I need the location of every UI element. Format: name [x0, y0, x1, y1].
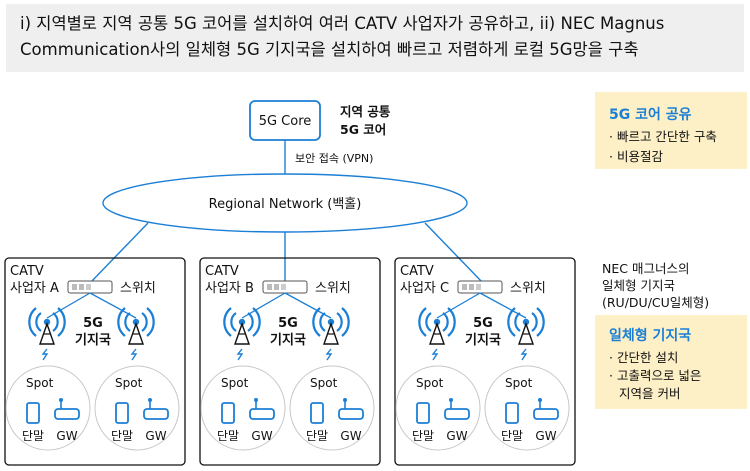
bs-label-2: 기지국: [270, 333, 306, 348]
catv-group-a: CATV 사업자 A 스위치 5G 기지국 Spot Spot 단말 GW 단말…: [4, 257, 186, 466]
gateway-icon: [338, 397, 364, 420]
gateway-label: GW: [340, 429, 361, 443]
integrated-bs-item: · 고출력으로 넓은: [609, 368, 702, 383]
integrated-bs-panel: 일체형 기지국 · 간단한 설치 · 고출력으로 넓은 지역을 커버: [595, 315, 747, 409]
gateway-label: GW: [535, 429, 556, 443]
gateway-icon: [54, 397, 80, 420]
catv-operator: 사업자 C: [400, 281, 449, 296]
vpn-label: 보안 접속 (VPN): [295, 152, 373, 165]
gateway-icon: [533, 397, 559, 420]
core-sharing-item: · 비용절감: [609, 149, 663, 164]
gateway-label: GW: [251, 429, 272, 443]
core-label: 5G Core: [259, 114, 312, 129]
header-line-2: Communication사의 일체형 5G 기지국을 설치하여 빠르고 저렴하…: [20, 40, 639, 59]
wireless-link-icon: [42, 348, 48, 361]
nec-note-line-3: (RU/DU/CU일체형): [602, 295, 710, 310]
spot-label: Spot: [416, 376, 444, 390]
base-station-antenna-icon: [117, 306, 155, 346]
base-station-antenna-icon: [223, 306, 261, 346]
spot-area: [289, 365, 375, 451]
spot-area: [200, 365, 286, 451]
terminal-label: 단말: [412, 429, 434, 443]
switch-icon: [67, 280, 113, 294]
catv-group-b: CATV 사업자 B 스위치 5G 기지국 Spot Spot 단말 GW 단말…: [199, 257, 381, 466]
terminal-icon: [221, 402, 235, 424]
gateway-icon: [444, 397, 470, 420]
spot-label: Spot: [221, 376, 249, 390]
gateway-icon: [143, 397, 169, 420]
terminal-label: 단말: [111, 429, 133, 443]
catv-box: [4, 257, 186, 466]
network-label: Regional Network (백홀): [209, 197, 362, 212]
switch-icon: [262, 280, 308, 294]
spot-label: Spot: [505, 376, 533, 390]
integrated-bs-item: · 간단한 설치: [609, 350, 679, 365]
wireless-link-icon: [326, 348, 332, 361]
switch-icon: [457, 280, 503, 294]
network-to-switch-a-line: [89, 222, 149, 284]
bs-label-2: 기지국: [75, 333, 111, 348]
gateway-label: GW: [145, 429, 166, 443]
core-sharing-title: 5G 코어 공유: [609, 107, 692, 123]
spot-area: [94, 365, 180, 451]
bs-label-1: 5G: [278, 316, 298, 331]
spot-label: Spot: [26, 376, 54, 390]
catv-box: [394, 257, 576, 466]
wireless-link-icon: [237, 348, 243, 361]
switch-label: 스위치: [120, 281, 156, 296]
catv-operator: 사업자 B: [205, 281, 254, 296]
terminal-label: 단말: [501, 429, 523, 443]
terminal-icon: [505, 402, 519, 424]
terminal-label: 단말: [217, 429, 239, 443]
gateway-icon: [249, 397, 275, 420]
base-station-antenna-icon: [418, 306, 456, 346]
bs-label-1: 5G: [473, 316, 493, 331]
catv-title: CATV: [400, 264, 434, 279]
core-sharing-item: · 빠르고 간단한 구축: [609, 129, 717, 144]
catv-operator: 사업자 A: [10, 281, 59, 296]
terminal-icon: [115, 402, 129, 424]
catv-title: CATV: [205, 264, 239, 279]
header-line-1: i) 지역별로 지역 공통 5G 코어를 설치하여 여러 CATV 사업자가 공…: [20, 14, 665, 33]
terminal-icon: [416, 402, 430, 424]
nec-note-line-2: 일체형 기지국: [602, 278, 675, 293]
core-desc-2: 5G 코어: [340, 122, 386, 137]
spot-area: [395, 365, 481, 451]
bs-label-2: 기지국: [465, 333, 501, 348]
base-station-antenna-icon: [507, 306, 545, 346]
terminal-icon: [310, 402, 324, 424]
spot-label: Spot: [115, 376, 143, 390]
core-node: [249, 100, 321, 141]
network-to-switch-c-line: [424, 222, 484, 284]
integrated-bs-item-cont: 지역을 커버: [619, 386, 681, 401]
header-banner: i) 지역별로 지역 공통 5G 코어를 설치하여 여러 CATV 사업자가 공…: [6, 4, 744, 72]
base-station-antenna-icon: [312, 306, 350, 346]
spot-area: [484, 365, 570, 451]
wireless-link-icon: [432, 348, 438, 361]
catv-group-c: CATV 사업자 C 스위치 5G 기지국 Spot Spot 단말 GW 단말…: [394, 257, 576, 466]
bs-label-1: 5G: [83, 316, 103, 331]
switch-label: 스위치: [510, 281, 546, 296]
switch-label: 스위치: [315, 281, 351, 296]
terminal-label: 단말: [22, 429, 44, 443]
terminal-icon: [26, 402, 40, 424]
base-station-antenna-icon: [28, 306, 66, 346]
terminal-label: 단말: [306, 429, 328, 443]
core-sharing-panel: 5G 코어 공유 · 빠르고 간단한 구축 · 비용절감: [595, 92, 747, 169]
gateway-label: GW: [446, 429, 467, 443]
wireless-link-icon: [521, 348, 527, 361]
spot-area: [5, 365, 91, 451]
wireless-link-icon: [131, 348, 137, 361]
core-desc-1: 지역 공통: [340, 104, 391, 119]
integrated-bs-title: 일체형 기지국: [609, 328, 692, 344]
catv-title: CATV: [10, 264, 44, 279]
spot-label: Spot: [310, 376, 338, 390]
gateway-label: GW: [56, 429, 77, 443]
catv-box: [199, 257, 381, 466]
regional-network: [102, 173, 468, 233]
nec-note-line-1: NEC 매그너스의: [602, 261, 690, 276]
